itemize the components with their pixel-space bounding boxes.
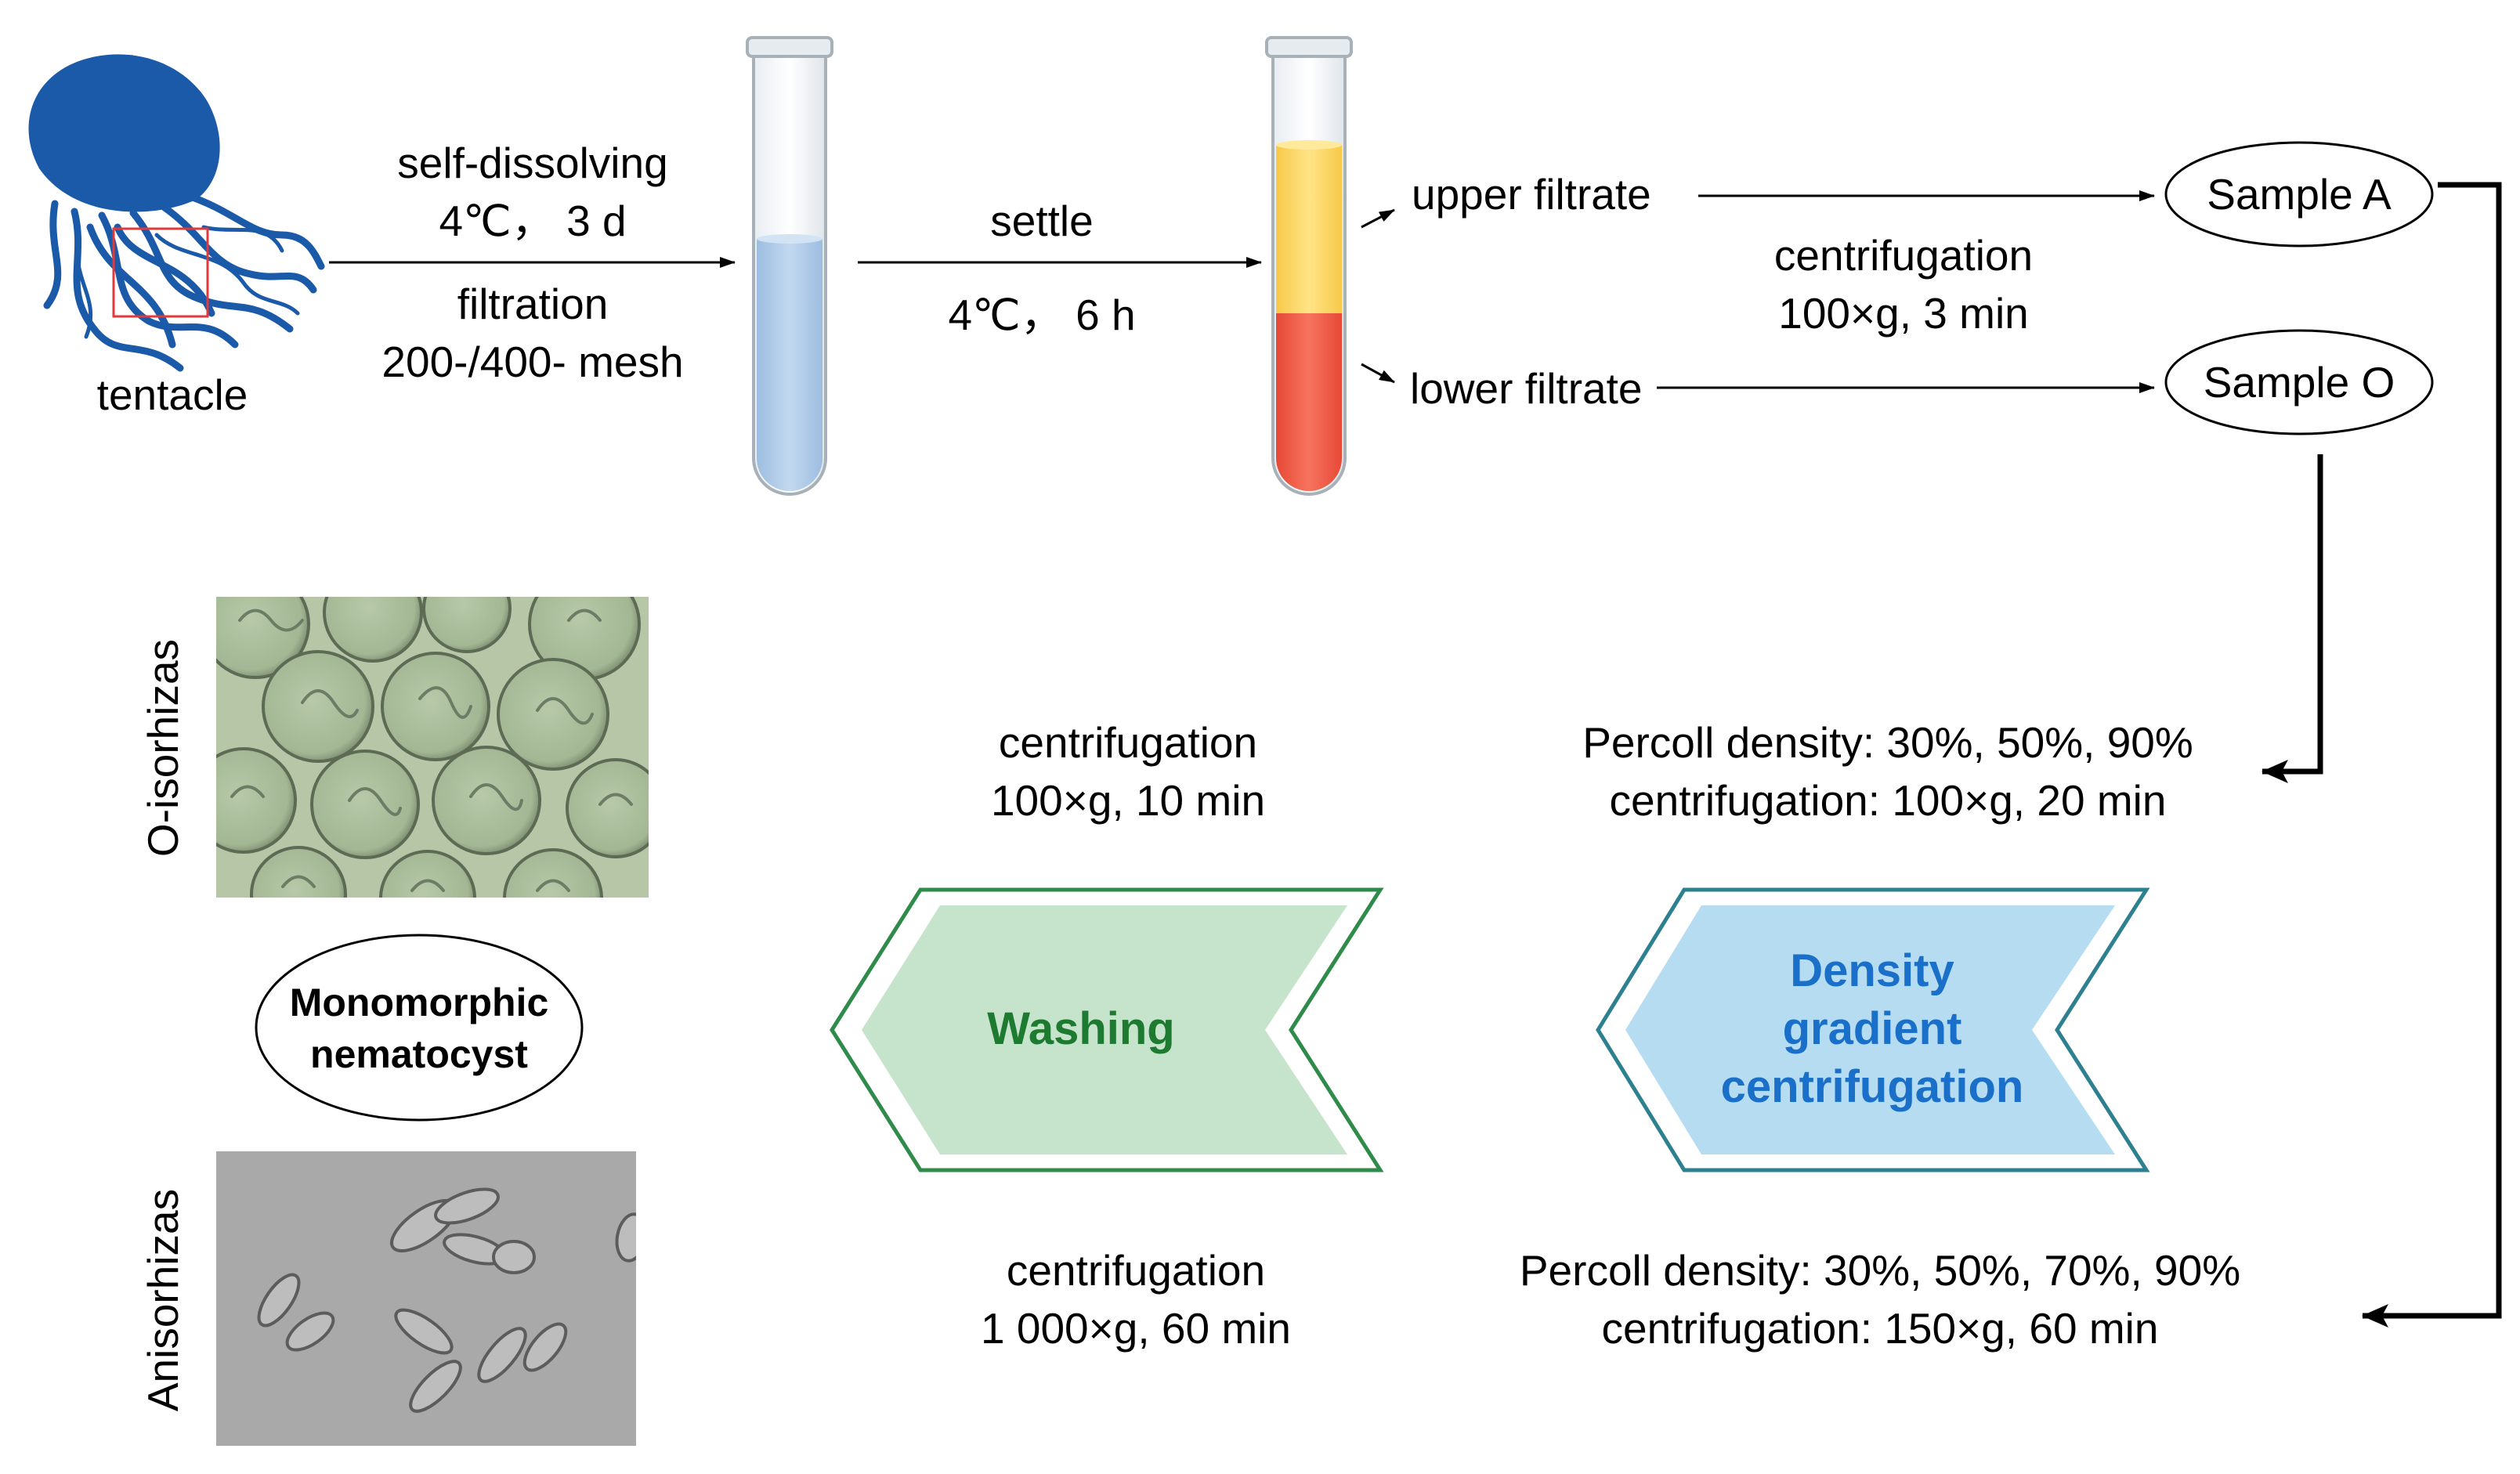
monomorphic-line1: Monomorphic	[289, 981, 549, 1024]
density-label-line3: centrifugation	[1720, 1061, 2024, 1112]
monomorphic-line2: nematocyst	[310, 1032, 528, 1076]
upper-filtrate-label: upper filtrate	[1412, 170, 1651, 219]
test-tube-icon	[746, 36, 833, 496]
step2-top-label: settle	[990, 197, 1094, 245]
lower-filtrate-label: lower filtrate	[1410, 364, 1643, 413]
sample-a-label: Sample A	[2207, 170, 2392, 219]
percoll-o-line1: Percoll density: 30%, 50%, 90%	[1582, 718, 2193, 767]
connector-sample-o-to-percoll	[2261, 454, 2323, 783]
step1-bot-line2: 200-/400- mesh	[381, 338, 684, 386]
step1-top-line1: self-dissolving	[397, 139, 668, 187]
o-isorhizas-label: O-isorhizas	[139, 638, 187, 858]
tentacle-highlight-box	[112, 227, 209, 318]
washing-label: Washing	[987, 1003, 1175, 1054]
percoll-o-line2: centrifugation: 100×g, 20 min	[1609, 776, 2167, 825]
percoll-a-line2: centrifugation: 150×g, 60 min	[1601, 1304, 2159, 1353]
density-label-line2: gradient	[1782, 1003, 1962, 1054]
sample-o-ellipse	[2164, 329, 2434, 435]
tentacle-label: tentacle	[96, 370, 248, 419]
test-tube-icon	[1265, 36, 1353, 496]
washing-chevron	[830, 887, 1384, 1172]
wash-a-line2: 1 000×g, 60 min	[981, 1304, 1291, 1353]
step1-bot-line1: filtration	[457, 280, 609, 328]
density-label-line1: Density	[1790, 945, 1954, 996]
arrow-to-upper-filtrate	[1361, 208, 1395, 229]
jellyfish-icon	[28, 54, 325, 372]
sample-a-ellipse	[2164, 141, 2434, 247]
split-cond-line1: centrifugation	[1773, 231, 2034, 280]
wash-a-line1: centrifugation	[1006, 1246, 1266, 1295]
connector-sample-a-to-percoll	[2362, 182, 2502, 1328]
percoll-a-line1: Percoll density: 30%, 50%, 70%, 90%	[1519, 1246, 2241, 1295]
monomorphic-ellipse	[255, 934, 584, 1122]
wash-o-line1: centrifugation	[998, 718, 1258, 767]
density-gradient-chevron	[1596, 887, 2150, 1172]
anisorhizas-label: Anisorhizas	[139, 1188, 187, 1412]
split-cond-line2: 100×g, 3 min	[1778, 289, 2029, 338]
wash-o-line2: 100×g, 10 min	[990, 776, 1266, 825]
step2-bot-label: 4℃， 6 h	[948, 291, 1136, 339]
sample-o-label: Sample O	[2203, 358, 2395, 406]
o-isorhizas-micrograph	[216, 597, 649, 898]
step1-top-line2: 4℃， 3 d	[439, 197, 627, 245]
arrow-to-lower-filtrate	[1361, 363, 1395, 384]
anisorhizas-micrograph	[216, 1151, 636, 1446]
